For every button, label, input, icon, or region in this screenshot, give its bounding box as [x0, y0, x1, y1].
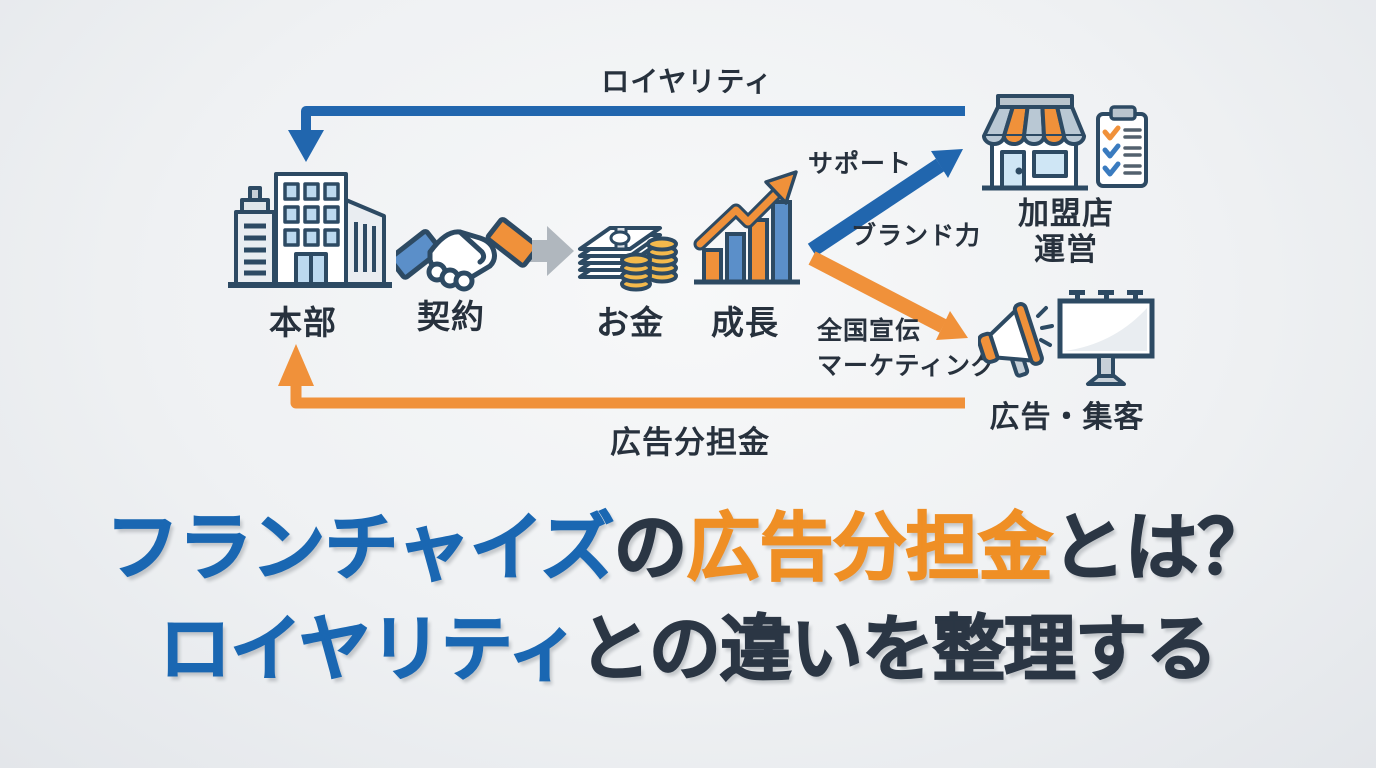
ad-fee-arrow [278, 344, 965, 409]
node-money-label: お金 [596, 304, 664, 341]
royalty-arrow [288, 106, 965, 162]
brand-power-arrow-label: ブランド力 [850, 222, 982, 250]
marketing-arrow [808, 251, 968, 340]
megaphone-icon [978, 302, 1054, 378]
national-ads-arrow-label: 全国宣伝 マーケティング [817, 317, 998, 380]
title-ad-fee-text: 広告分担金 [686, 505, 1054, 590]
title-franchise-text: フランチャイズ [105, 505, 616, 590]
clipboard-checklist-icon [1096, 105, 1148, 188]
node-growth-label: 成長 [711, 304, 779, 341]
support-arrow [807, 149, 963, 257]
money-stack-coins-icon [578, 226, 678, 292]
support-arrow-label: サポート [807, 150, 913, 178]
node-advertising-label: 広告・集客 [989, 401, 1145, 434]
node-headquarters-label: 本部 [269, 304, 337, 341]
node-contract-label: 契約 [417, 298, 485, 335]
handshake-icon [396, 217, 532, 292]
billboard-icon [1057, 290, 1155, 386]
main-title: フランチャイズの広告分担金とは？ ロイヤリティとの違いを整理する [0, 496, 1376, 700]
storefront-icon [982, 94, 1088, 191]
title-line-1: フランチャイズの広告分担金とは？ [105, 505, 1273, 590]
growth-bar-chart-icon [693, 170, 800, 285]
title-line-2: ロイヤリティとの違いを整理する [158, 609, 1218, 691]
node-franchise-store-label: 加盟店 運営 [1018, 196, 1114, 267]
store-window [1032, 150, 1068, 178]
gray-right-arrow-icon [523, 226, 574, 276]
ad-fee-flow-label: 広告分担金 [610, 425, 770, 460]
office-building-icon [228, 172, 392, 288]
royalty-flow-label: ロイヤリティ [601, 66, 773, 97]
title-royalty-text: ロイヤリティ [158, 609, 580, 691]
